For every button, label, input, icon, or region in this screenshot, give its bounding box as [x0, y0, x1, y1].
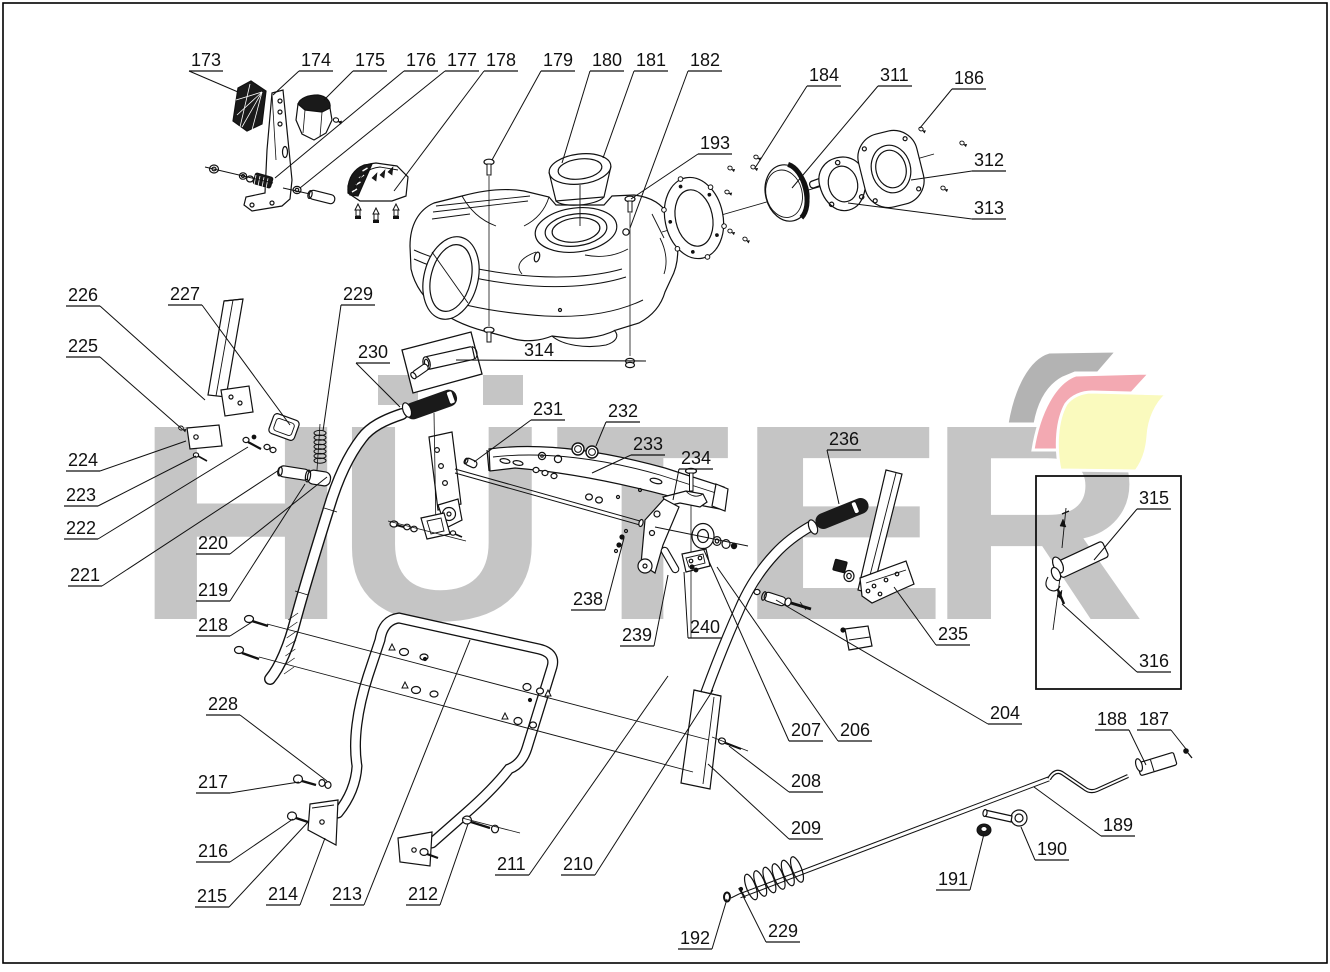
svg-text:216: 216: [198, 841, 228, 861]
svg-text:204: 204: [990, 703, 1020, 723]
svg-text:226: 226: [68, 285, 98, 305]
svg-text:225: 225: [68, 336, 98, 356]
svg-text:211: 211: [497, 854, 526, 874]
svg-text:192: 192: [680, 928, 710, 948]
svg-text:180: 180: [592, 50, 622, 70]
svg-text:220: 220: [198, 533, 228, 553]
svg-text:240: 240: [690, 617, 720, 637]
svg-text:181: 181: [636, 50, 666, 70]
svg-text:189: 189: [1103, 815, 1133, 835]
svg-text:179: 179: [543, 50, 573, 70]
svg-text:315: 315: [1139, 488, 1169, 508]
svg-text:174: 174: [301, 50, 331, 70]
svg-text:186: 186: [954, 68, 984, 88]
svg-text:214: 214: [268, 884, 298, 904]
svg-text:187: 187: [1139, 709, 1169, 729]
svg-text:222: 222: [66, 518, 96, 538]
svg-text:313: 313: [974, 198, 1004, 218]
svg-text:227: 227: [170, 284, 200, 304]
svg-text:230: 230: [358, 342, 388, 362]
svg-text:207: 207: [791, 720, 821, 740]
svg-text:238: 238: [573, 589, 603, 609]
svg-text:208: 208: [791, 771, 821, 791]
svg-text:223: 223: [66, 485, 96, 505]
svg-text:218: 218: [198, 615, 228, 635]
svg-text:312: 312: [974, 150, 1004, 170]
svg-text:210: 210: [563, 854, 593, 874]
svg-text:221: 221: [70, 565, 100, 585]
svg-text:175: 175: [355, 50, 385, 70]
svg-text:314: 314: [524, 340, 554, 360]
svg-text:234: 234: [681, 448, 711, 468]
svg-text:233: 233: [633, 434, 663, 454]
svg-text:191: 191: [938, 869, 968, 889]
svg-text:E: E: [736, 367, 948, 679]
svg-text:229: 229: [768, 921, 798, 941]
svg-text:228: 228: [208, 694, 238, 714]
svg-text:217: 217: [198, 772, 228, 792]
svg-text:224: 224: [68, 450, 98, 470]
svg-text:232: 232: [608, 401, 638, 421]
svg-text:316: 316: [1139, 651, 1169, 671]
svg-text:178: 178: [486, 50, 516, 70]
svg-text:311: 311: [880, 65, 909, 85]
svg-text:209: 209: [791, 818, 821, 838]
svg-text:236: 236: [829, 429, 859, 449]
svg-text:229: 229: [343, 284, 373, 304]
svg-text:190: 190: [1037, 839, 1067, 859]
svg-text:176: 176: [406, 50, 436, 70]
svg-text:231: 231: [533, 399, 563, 419]
svg-text:213: 213: [332, 884, 362, 904]
svg-text:212: 212: [408, 884, 438, 904]
svg-text:173: 173: [191, 50, 221, 70]
svg-text:184: 184: [809, 65, 839, 85]
svg-text:215: 215: [197, 886, 227, 906]
svg-text:177: 177: [447, 50, 477, 70]
svg-text:188: 188: [1097, 709, 1127, 729]
svg-text:239: 239: [622, 625, 652, 645]
svg-text:235: 235: [938, 624, 968, 644]
svg-text:219: 219: [198, 580, 228, 600]
svg-text:193: 193: [700, 133, 730, 153]
svg-text:206: 206: [840, 720, 870, 740]
svg-text:182: 182: [690, 50, 720, 70]
